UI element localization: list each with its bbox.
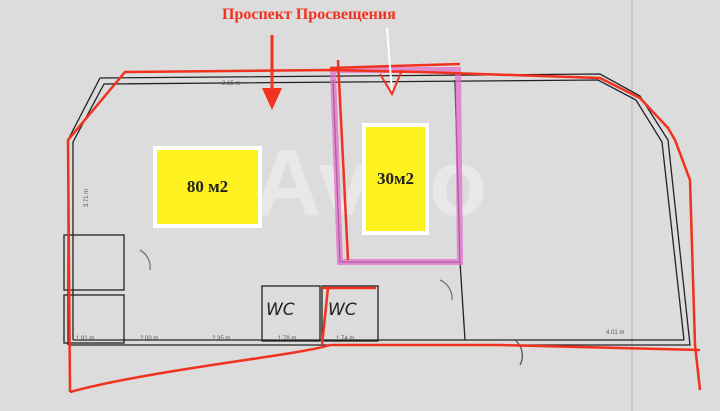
dimension-label: 1.78 m: [278, 336, 297, 342]
red-outline: [66, 59, 702, 394]
room-label-80: 80 м2: [153, 146, 262, 228]
dimension-label: 1.91 m: [76, 336, 95, 342]
dimension-label: 2.35 m: [212, 336, 231, 342]
dimension-label: 2.15 m: [222, 81, 241, 87]
arrow-down-white-icon: [379, 27, 403, 97]
wc-label-2: WC: [328, 300, 357, 320]
dimension-label: 1.74 m: [336, 336, 355, 342]
wc-label-1: WC: [266, 300, 295, 320]
dimension-label: 2.00 m: [140, 336, 159, 342]
room-label-30: 30м2: [362, 123, 429, 235]
arrow-down-icon: [262, 35, 282, 110]
highlight-30m2: [330, 67, 464, 265]
dimension-label: 4.01 m: [606, 330, 625, 336]
dimension-label: 3.71 m: [84, 188, 91, 208]
street-label: Проспект Просвещения: [222, 6, 396, 23]
